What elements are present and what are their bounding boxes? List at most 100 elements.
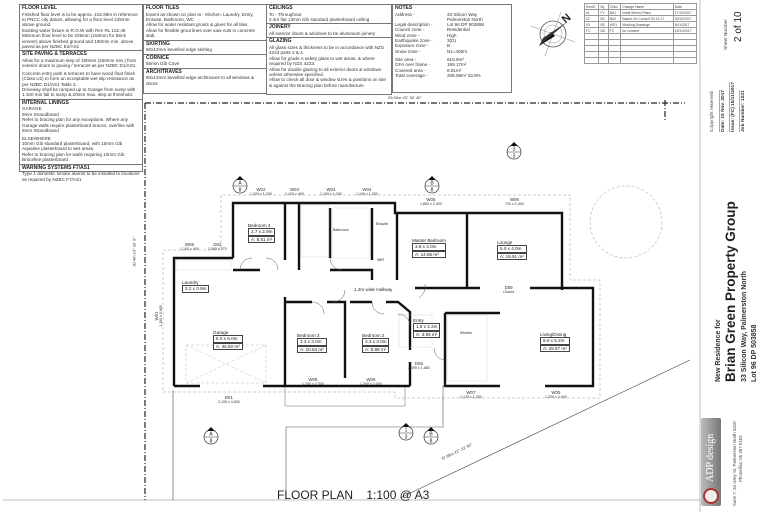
site-note-value: B: [447, 43, 451, 49]
skirting-note: SKIRTING 60x12mm bevelled edge skirting: [144, 39, 266, 53]
joinery-note: JOINERY All exterior doors & windows to …: [267, 23, 391, 36]
section-marker-label: 1: [405, 428, 408, 434]
section-marker: A8: [203, 427, 219, 445]
site-note-value: 615.6m²: [447, 56, 464, 62]
revision-cell: [598, 57, 609, 64]
section-marker-label: 8: [431, 188, 434, 194]
section-marker-label: 8: [239, 188, 242, 194]
room-bathroom: Bathroom: [333, 228, 349, 232]
garage-door-overhead: [185, 344, 267, 384]
boundary-label-left: 30.4m 10° 33' 0": [131, 237, 137, 267]
sheet-number: 2 of 10: [733, 11, 744, 42]
site-boundary: [144, 100, 685, 500]
north-compass-icon: [530, 11, 576, 57]
revision-row: [583, 57, 698, 64]
notes-column-3: CEILINGS To - Throughout 2.4m flat 13mm …: [266, 4, 392, 95]
section-marker-label: B: [429, 432, 433, 438]
revision-cell: [583, 57, 600, 64]
clothesline-area: [589, 185, 663, 259]
cornice-note: CORNICE 55mm Gib Cove: [144, 53, 266, 67]
project-subtitle: New Residence for: [715, 319, 722, 382]
room-wir: WIR: [377, 258, 384, 262]
front-path: [284, 386, 406, 407]
revision-cell: [672, 57, 698, 64]
site-note-value: Residential: [447, 27, 470, 33]
warning-systems-note: WARNING SYSTEMS F7/AS1 Type 1 domestic s…: [20, 163, 142, 182]
glazing-note: GLAZING All glass sizes & thickness to b…: [267, 37, 391, 88]
office-phone: Phone/fax: 06 357 0103: [738, 435, 743, 482]
section-marker-label: A: [238, 181, 242, 187]
north-label: N: [560, 12, 574, 26]
office-address: Suite 7, 94 Grey St, Palmerston North 44…: [732, 421, 737, 506]
site-note-value: 3(D): [447, 38, 456, 44]
notes-column-1: FLOOR LEVEL Finished floor level is to b…: [19, 4, 143, 182]
site-note-key: Wind zone -: [395, 32, 420, 38]
architraves-note: ARCHITRAVES 60x12mm bevelled edge archit…: [144, 67, 266, 86]
site-note-key: GFA over frame -: [395, 62, 430, 68]
section-marker-label: B: [430, 181, 434, 187]
section-marker: A8: [232, 176, 248, 194]
ceilings-note: CEILINGS To - Throughout 2.4m flat 13mm …: [269, 5, 370, 22]
site-note-key: Total coverage -: [395, 72, 428, 78]
site-address: 33 Silicon Way, Palmerston North: [741, 271, 748, 382]
boundary-label-top: 29.00m 43° 30' 40": [388, 95, 422, 100]
lot-number: Lot 96 DP 503858: [751, 324, 758, 382]
internal-linings-note: INTERNAL LININGS GARAGE 9mm Strandboard …: [20, 98, 142, 163]
room-hallway: 1.2m wide Hallway: [354, 287, 393, 292]
site-note-key: Legal description -: [395, 22, 433, 28]
section-marker-label: 3: [513, 147, 516, 153]
title-block: ADP design Suite 7, 94 Grey St, Palmerst…: [700, 0, 768, 512]
site-note-key: Address -: [395, 11, 415, 17]
site-note-value: Lot 96 DP 503858: [447, 22, 484, 28]
plan-scale: 1:100 @ A3: [366, 488, 430, 502]
door-swings: [239, 257, 446, 361]
eaves-outline: [162, 194, 601, 399]
logo-emblem-icon: [703, 488, 719, 504]
section-marker-label: 3: [513, 154, 516, 160]
site-note-key: Covered area -: [395, 67, 426, 73]
notes-column-2: FLOOR TILES Extent as shown on plan to -…: [143, 4, 267, 94]
section-marker: 13: [398, 423, 414, 441]
site-note-value: 33 Silicon Way: [447, 11, 478, 17]
site-note-key: Site area -: [395, 56, 417, 62]
boundary-line-bottom: [399, 359, 691, 499]
site-note-key: Council zone -: [395, 27, 425, 33]
copyright: Copyright reserved: [710, 91, 715, 132]
section-marker-label: 8: [430, 439, 433, 445]
walls: [172, 201, 595, 388]
site-paving-note: SITE PAVING & TERRACES Allow for a maxim…: [20, 50, 142, 97]
driveway-edge: [285, 385, 444, 500]
company-logo: ADP design: [701, 418, 721, 506]
job-number: Job Number: 1231: [739, 90, 746, 132]
floor-level-note: FLOOR LEVEL Finished floor level is to b…: [22, 5, 138, 50]
client-name: Brian Green Property Group: [723, 201, 738, 382]
section-marker: B8: [424, 176, 440, 194]
section-marker-label: 8: [210, 439, 213, 445]
site-note-value: Palmerston North: [447, 16, 483, 22]
site-note-value: High: [447, 32, 457, 38]
